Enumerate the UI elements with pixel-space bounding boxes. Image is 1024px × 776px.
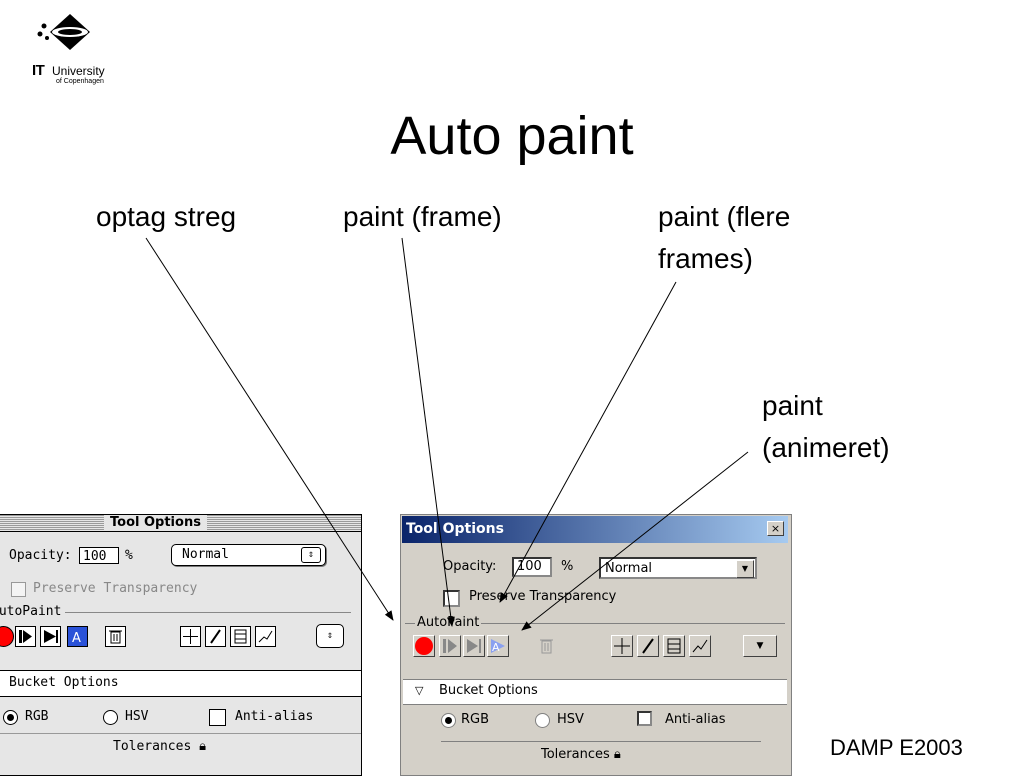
label-anim-line2: (animeret) (762, 432, 890, 463)
mac-antialias-checkbox[interactable] (209, 709, 226, 726)
label-paint-frame: paint (frame) (343, 201, 502, 232)
mac-hsv-radio[interactable] (103, 710, 118, 725)
win-mode-value: Normal (605, 561, 653, 576)
mac-options-updown-icon[interactable]: ⇕ (316, 624, 344, 648)
win-hsv-label: HSV (557, 712, 584, 727)
win-brush-icon[interactable] (637, 635, 659, 657)
logo-subtitle: of Copenhagen (56, 78, 104, 85)
mac-film-icon[interactable] (230, 626, 251, 647)
slide-title: Auto paint (390, 106, 634, 166)
mac-auto-icon[interactable]: A (67, 626, 88, 647)
win-preserve-checkbox[interactable] (443, 590, 460, 607)
win-tool-options-panel: Tool Options × Opacity: 100 % Normal ▼ P… (400, 514, 792, 776)
logo-it: IT (32, 62, 45, 79)
label-flere-line1: paint (flere (658, 201, 791, 232)
mac-bucket-label: Bucket Options (9, 675, 119, 690)
win-bucket-label: Bucket Options (439, 683, 538, 698)
triangle-down-icon: ▽ (415, 684, 424, 697)
arrow-paint-animeret (521, 451, 749, 631)
mac-preserve-label: Preserve Transparency (33, 581, 198, 596)
win-title: Tool Options (406, 521, 504, 537)
itu-logo: IT University of Copenhagen (30, 12, 120, 92)
win-opacity-label: Opacity: (443, 559, 497, 574)
win-trash-icon[interactable] (535, 635, 557, 657)
mac-mode-select[interactable]: Normal ⇕ (171, 544, 326, 566)
win-move-icon[interactable] (611, 635, 633, 657)
mac-title-bar[interactable]: Tool Options (0, 515, 361, 532)
mac-rgb-radio[interactable] (3, 710, 18, 725)
logo-university: University (52, 64, 105, 78)
mac-percent-label: % (125, 548, 133, 563)
mac-play-icon[interactable] (40, 626, 61, 647)
mac-hsv-label: HSV (125, 709, 149, 724)
win-rgb-label: RGB (461, 712, 490, 727)
mac-tolerances[interactable]: Tolerances 🔒︎ (113, 739, 206, 754)
mac-curve-icon[interactable] (255, 626, 276, 647)
mac-preserve-checkbox[interactable] (11, 582, 26, 597)
arrow-paint-frame (401, 237, 455, 627)
label-paint-animeret: paint (animeret) (762, 385, 962, 469)
win-antialias-label: Anti-alias (665, 712, 726, 727)
label-flere-line2: frames) (658, 243, 753, 274)
win-play-icon[interactable] (463, 635, 485, 657)
mac-autopaint-text: AutoPaint (0, 604, 62, 619)
arrow-paint-flere-frames (499, 281, 677, 603)
footer-course: DAMP E2003 (830, 735, 963, 760)
win-tolerances[interactable]: Tolerances 🔒︎ (541, 747, 621, 762)
win-autopaint-group (405, 623, 785, 624)
mac-bucket-options-bar[interactable]: Bucket Options (0, 670, 361, 697)
label-paint-flere-frames: paint (flere frames) (658, 196, 858, 280)
win-percent-label: % (561, 559, 574, 574)
mac-mode-value: Normal (182, 547, 229, 562)
mac-opacity-label: Opacity: (9, 548, 72, 563)
mac-brush-icon[interactable] (205, 626, 226, 647)
win-auto-icon[interactable]: A (487, 635, 509, 657)
mac-move-icon[interactable] (180, 626, 201, 647)
label-anim-line1: paint (762, 390, 823, 421)
win-title-bar[interactable]: Tool Options × (402, 516, 788, 543)
mac-lock-icon: 🔒︎ (199, 739, 207, 754)
itu-logo-mark-icon (37, 14, 90, 50)
mac-tolerances-bar (0, 733, 361, 764)
mac-rgb-label: RGB (25, 709, 49, 724)
svg-text:A: A (72, 631, 81, 646)
mac-updown-icon: ⇕ (301, 547, 321, 563)
mac-trash-icon[interactable] (105, 626, 126, 647)
win-antialias-checkbox[interactable] (637, 711, 652, 726)
win-tolerances-divider (441, 741, 761, 742)
mac-opacity-input[interactable]: 100 (79, 547, 119, 564)
win-bucket-options-bar[interactable]: ▽ Bucket Options (403, 679, 787, 705)
win-curve-icon[interactable] (689, 635, 711, 657)
win-tolerances-label: Tolerances (541, 747, 610, 762)
mac-title: Tool Options (104, 515, 207, 531)
win-film-icon[interactable] (663, 635, 685, 657)
arrow-optag-streg (145, 237, 394, 621)
label-optag-streg: optag streg (96, 201, 237, 232)
mac-tool-options-panel: Tool Options Opacity: 100 % Normal ⇕ Pre… (0, 514, 362, 776)
svg-text:A: A (492, 641, 500, 654)
chevron-down-icon: ▼ (736, 560, 754, 578)
win-options-down-icon[interactable]: ▼ (743, 635, 777, 657)
win-step-play-icon[interactable] (439, 635, 461, 657)
win-rgb-radio[interactable] (441, 713, 456, 728)
mac-tolerances-label: Tolerances (113, 739, 192, 754)
close-icon[interactable]: × (767, 521, 784, 536)
mac-autopaint-group (0, 612, 351, 661)
win-record-icon[interactable] (413, 635, 435, 657)
win-lock-icon: 🔒︎ (613, 747, 621, 762)
mac-step-play-icon[interactable] (15, 626, 36, 647)
mac-antialias-label: Anti-alias (235, 709, 314, 724)
win-hsv-radio[interactable] (535, 713, 550, 728)
mac-autopaint-label: AutoPaint (0, 604, 66, 619)
win-mode-select[interactable]: Normal ▼ (599, 557, 757, 579)
